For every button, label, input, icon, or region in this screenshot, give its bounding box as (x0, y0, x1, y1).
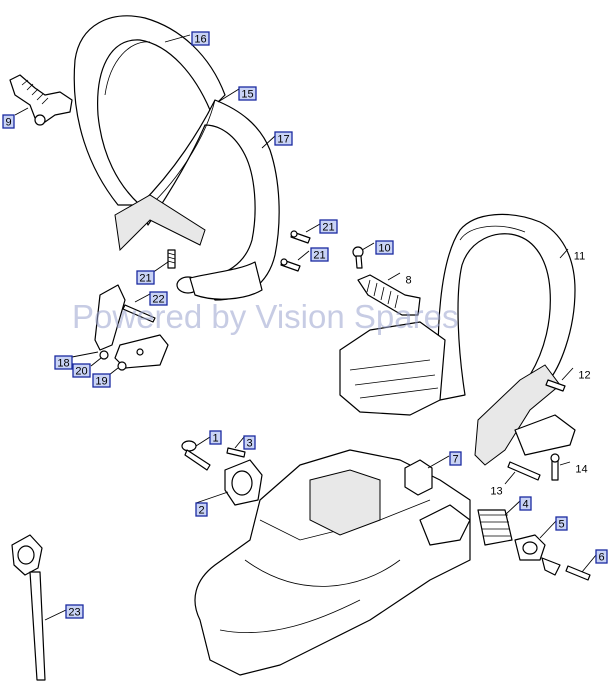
buffer-7 (404, 459, 433, 496)
screw-6 (565, 565, 591, 581)
watermark: Powered by Vision Spares (72, 298, 458, 335)
callout-1: 1 (209, 430, 222, 445)
callout-14: 14 (575, 464, 587, 476)
callout-number: 11 (574, 251, 585, 263)
callout-box (449, 451, 462, 466)
bracket-plate-18 (94, 284, 169, 371)
callout-number: 14 (575, 464, 587, 476)
callout-number: 16 (194, 34, 206, 46)
screw-12 (545, 379, 566, 392)
callout-box (238, 86, 257, 101)
callout-number: 4 (522, 499, 528, 511)
callout-number: 13 (490, 486, 502, 498)
callout-13: 13 (490, 486, 502, 498)
callout-box (136, 270, 155, 285)
screw-21-lower (280, 258, 301, 272)
callout-23: 23 (65, 604, 84, 619)
callout-20: 20 (72, 363, 91, 378)
crankcase-housing (194, 449, 471, 676)
callout-number: 15 (241, 89, 253, 101)
callout-number: 18 (57, 358, 69, 370)
callout-16: 16 (191, 31, 210, 46)
callout-5: 5 (555, 516, 568, 531)
spring-4 (477, 509, 513, 546)
callout-17: 17 (274, 131, 293, 146)
callout-11: 11 (574, 251, 585, 263)
callout-21: 21 (319, 219, 338, 234)
bolt-1 (181, 440, 211, 471)
callout-number: 10 (378, 243, 390, 255)
callout-18: 18 (54, 355, 73, 370)
callout-box (149, 291, 168, 306)
callout-box (519, 496, 532, 511)
screw-21-mid (290, 230, 311, 244)
screw-21-left (167, 249, 176, 269)
callout-box (92, 373, 111, 388)
screw-3 (226, 447, 246, 458)
callout-21: 21 (310, 247, 329, 262)
callout-number: 17 (277, 134, 289, 146)
callout-box (375, 240, 394, 255)
screw-13 (507, 461, 541, 481)
callout-box (72, 363, 91, 378)
plug-5 (514, 534, 561, 576)
callout-number: 23 (68, 607, 80, 619)
callout-number: 20 (75, 366, 87, 378)
callout-3: 3 (243, 435, 256, 450)
callout-box (243, 435, 256, 450)
callout-number: 1 (212, 433, 218, 445)
callout-number: 2 (198, 505, 204, 517)
callout-box (310, 247, 329, 262)
spring-8 (357, 274, 421, 316)
dampener-2 (224, 459, 263, 506)
front-handle-bar (73, 15, 280, 301)
callout-15: 15 (238, 86, 257, 101)
callout-number: 8 (405, 275, 411, 287)
callout-number: 3 (246, 438, 252, 450)
callout-box (274, 131, 293, 146)
screw-10 (352, 246, 364, 269)
callout-number: 7 (452, 454, 458, 466)
callout-21: 21 (136, 270, 155, 285)
callout-box (65, 604, 84, 619)
callout-10: 10 (375, 240, 394, 255)
callout-number: 6 (598, 552, 604, 564)
callout-number: 21 (322, 222, 334, 234)
callout-number: 22 (152, 294, 164, 306)
callout-box (595, 549, 608, 564)
callout-8: 8 (405, 275, 411, 287)
spring-bracket-9 (9, 74, 73, 126)
callout-box (209, 430, 222, 445)
callout-19: 19 (92, 373, 111, 388)
callout-box (191, 31, 210, 46)
callout-number: 5 (558, 519, 564, 531)
callout-box (555, 516, 568, 531)
callout-7: 7 (449, 451, 462, 466)
callout-number: 21 (313, 250, 325, 262)
wrench-23 (11, 534, 46, 681)
callout-22: 22 (149, 291, 168, 306)
callout-box (54, 355, 73, 370)
callout-9: 9 (2, 114, 15, 129)
leader-lines (14, 34, 597, 621)
callout-box (195, 502, 208, 517)
callout-2: 2 (195, 502, 208, 517)
callout-4: 4 (519, 496, 532, 511)
screw-14 (550, 453, 560, 481)
callout-12: 12 (578, 370, 590, 382)
callout-labels: 1234567891011121314151617181920212121222… (2, 31, 608, 619)
callout-number: 12 (578, 370, 590, 382)
rear-handle-11 (437, 213, 576, 466)
callout-number: 9 (5, 117, 11, 129)
engine-fragment (339, 321, 446, 416)
callout-number: 21 (139, 273, 151, 285)
callout-6: 6 (595, 549, 608, 564)
callout-box (319, 219, 338, 234)
callout-box (2, 114, 15, 129)
callout-number: 19 (95, 376, 107, 388)
